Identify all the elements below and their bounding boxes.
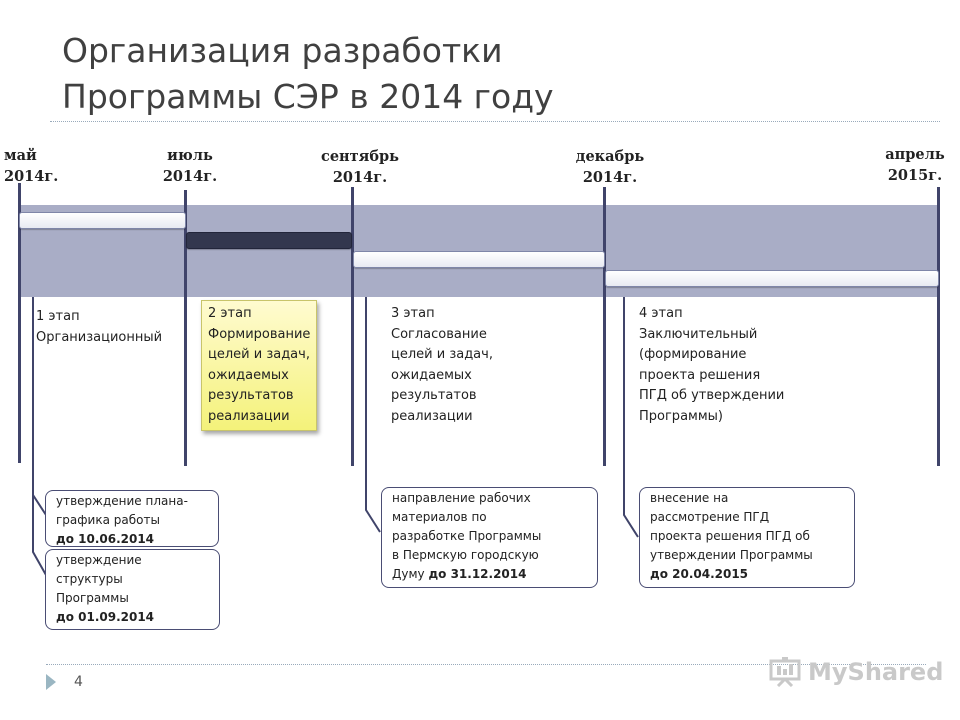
connector-milestone-4 — [623, 297, 639, 538]
month-label-may: май 2014г. — [4, 147, 59, 185]
connector-milestone-3 — [365, 297, 381, 533]
milestone-box-1: утверждение плана- графика работы до 10.… — [45, 490, 219, 547]
milestone-box-3: направление рабочих материалов по разраб… — [381, 487, 598, 588]
presentation-icon — [769, 657, 801, 687]
timeline-marker-september — [351, 187, 354, 466]
stage-1-bar — [19, 212, 186, 229]
stage-4-bar — [605, 270, 939, 287]
timeline-marker-may — [18, 183, 21, 463]
milestone-3-deadline: до 31.12.2014 — [428, 567, 527, 581]
watermark-logo-text: MyShared — [808, 658, 944, 686]
title-line-2: Программы СЭР в 2014 году — [62, 77, 554, 116]
footer-arrow-icon — [46, 674, 56, 690]
month-label-april: апрель 2015г. — [885, 146, 945, 184]
milestone-2-deadline: до 01.09.2014 — [56, 610, 155, 624]
milestone-4-deadline: до 20.04.2015 — [650, 567, 749, 581]
stage-2-bar — [186, 232, 352, 249]
milestone-box-4: внесение на рассмотрение ПГД проекта реш… — [639, 487, 855, 588]
month-label-september: сентябрь 2014г. — [320, 148, 399, 186]
timeline-marker-april — [937, 187, 940, 466]
title-divider — [50, 121, 940, 122]
title-line-1: Организация разработки — [62, 31, 503, 70]
watermark-logo: MyShared — [768, 657, 943, 687]
stage-3-description: 3 этап Согласование целей и задач, ожида… — [391, 306, 493, 424]
stage-3-bar — [353, 251, 605, 268]
stage-4-description: 4 этап Заключительный (формирование прое… — [639, 306, 785, 424]
milestone-box-2: утверждение структуры Программы до 01.09… — [45, 549, 220, 630]
milestone-1-deadline: до 10.06.2014 — [56, 532, 155, 546]
page-number: 4 — [74, 674, 83, 690]
stage-2-description: 2 этап Формирование целей и задач, ожида… — [201, 300, 318, 431]
timeline-marker-december — [603, 187, 606, 466]
connector-milestone-2 — [32, 495, 47, 576]
month-label-july: июль 2014г. — [162, 147, 218, 185]
footer-divider — [46, 664, 926, 665]
month-label-december: декабрь 2014г. — [575, 148, 645, 186]
slide-title: Организация разработки Программы СЭР в 2… — [62, 28, 882, 120]
connector-milestone-1 — [32, 297, 47, 516]
timeline-marker-july — [184, 190, 187, 466]
stage-1-description: 1 этап Организационный — [36, 309, 163, 345]
